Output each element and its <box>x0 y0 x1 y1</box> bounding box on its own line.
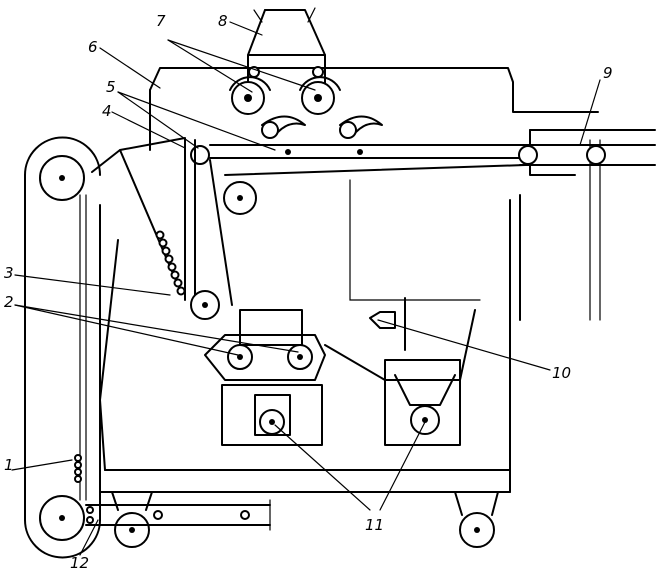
label-10: 10 <box>552 364 571 382</box>
label-8: 8 <box>218 12 228 30</box>
drive-block <box>204 309 326 446</box>
pulleys <box>190 181 257 320</box>
support-wheels <box>111 491 499 548</box>
label-5: 5 <box>106 78 116 96</box>
label-6: 6 <box>88 38 98 56</box>
label-1: 1 <box>4 456 14 474</box>
label-12: 12 <box>70 554 89 570</box>
bottom-rail <box>85 499 271 531</box>
label-4: 4 <box>102 102 112 120</box>
label-11: 11 <box>365 516 384 534</box>
sensor <box>369 297 406 351</box>
conveyor-rails <box>190 129 656 321</box>
right-drive-block <box>324 309 476 446</box>
label-9: 9 <box>603 64 613 82</box>
label-3: 3 <box>4 264 14 282</box>
feed-drums <box>229 66 341 115</box>
label-7: 7 <box>156 12 166 30</box>
reference-labels: 1 2 3 4 5 6 7 8 9 10 11 12 <box>4 12 613 572</box>
leader-lines <box>11 21 601 556</box>
inclined-chute <box>91 137 233 306</box>
left-belt-conveyor <box>24 136 101 559</box>
machine-frame <box>99 67 599 493</box>
gripper-hooks <box>261 115 383 139</box>
label-2: 2 <box>4 293 14 311</box>
